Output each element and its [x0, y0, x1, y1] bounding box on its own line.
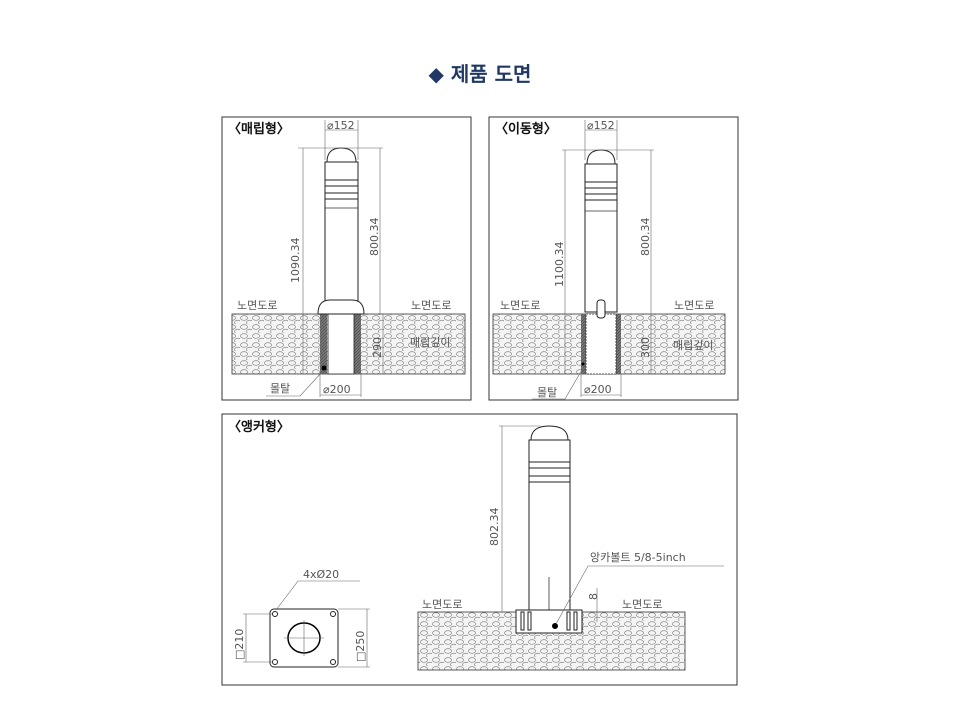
dim-total-height: 1090.34: [289, 238, 302, 284]
dim-height: 802.34: [488, 508, 501, 547]
panel-label: 〈앵커형〉: [228, 419, 290, 435]
panel-anchor: 〈앵커형〉 □210 □250 4xØ20 802.34 앙카볼트 5/8-5i…: [221, 413, 738, 686]
anchor-bolt-label: 앙카볼트 5/8-5inch: [590, 551, 686, 564]
mortar-label: 몰탈: [537, 386, 557, 399]
road-label: 노면도로: [500, 299, 540, 312]
bollard: [317, 147, 365, 315]
bollard: [584, 149, 618, 319]
road-label: 노면도로: [237, 299, 277, 312]
road-label: 노면도로: [674, 299, 714, 312]
dim-total-height: 1100.34: [553, 242, 566, 288]
dim-depth: 290: [371, 337, 384, 358]
road-label: 노면도로: [622, 598, 662, 611]
base-plate-plan: [269, 608, 339, 668]
bollard: [515, 425, 583, 634]
dim-bottom-diameter: ⌀200: [584, 383, 612, 396]
mortar-label: 몰탈: [270, 382, 290, 395]
road-label: 노면도로: [411, 299, 451, 312]
depth-label: 매립깊이: [410, 336, 450, 349]
dim-inner-square: □210: [233, 629, 246, 660]
dim-top-diameter: ⌀152: [327, 119, 355, 132]
panel-label: 〈이동형〉: [495, 121, 557, 137]
road-label: 노면도로: [422, 598, 462, 611]
panel-buried: 〈매립형〉 ⌀152 ⌀200 1090.34 800.34 290 노면도로 …: [221, 116, 472, 401]
dim-outer-square: □250: [354, 631, 367, 662]
page-title: ◆ 제품 도면: [428, 62, 532, 86]
mortar: [320, 314, 327, 374]
dim-holes: 4xØ20: [303, 568, 339, 581]
dim-top-diameter: ⌀152: [587, 119, 615, 132]
dim-depth: 300: [639, 337, 652, 358]
mortar: [581, 314, 586, 374]
dim-above-height: 800.34: [368, 218, 381, 257]
depth-label: 매립깊이: [673, 339, 713, 352]
dim-above-height: 800.34: [639, 218, 652, 257]
panel-label: 〈매립형〉: [228, 121, 290, 137]
dim-bottom-diameter: ⌀200: [323, 383, 351, 396]
panel-removable: 〈이동형〉 ⌀152 ⌀200 1100.34 800.34 300 노면도로 …: [488, 116, 739, 401]
dim-plate-thickness: 8: [587, 593, 600, 600]
